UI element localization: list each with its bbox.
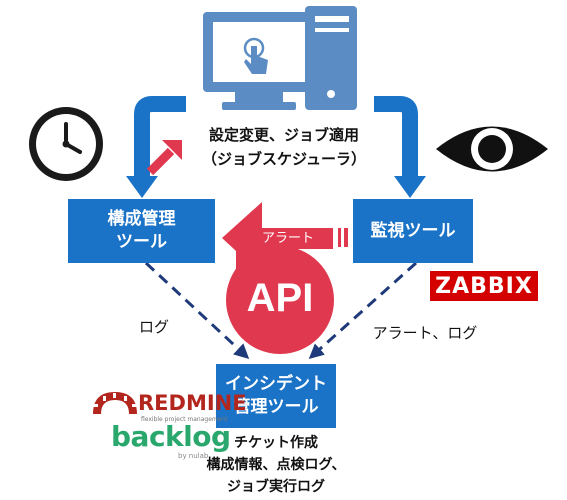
incident-desc-line3: ジョブ実行ログ [227, 479, 325, 495]
config-management-tool-box: 構成管理 ツール [68, 199, 215, 263]
monitor-tool-label: 監視ツール [370, 220, 456, 241]
redmine-logo-mark [93, 392, 137, 414]
incident-desc-line2: 構成情報、点検ログ、 [206, 457, 346, 473]
blue-arrow-to-monitor [374, 96, 426, 198]
zabbix-logo: ZABBIX [430, 271, 538, 301]
alert-log-label: アラート、ログ [372, 324, 478, 342]
apply-label: 設定変更、ジョブ適用 （ジョブスケジューラ） [174, 123, 394, 171]
alert-arrow-label: アラート [261, 231, 314, 246]
log-label: ログ [138, 318, 169, 336]
incident-management-tool-box: インシデント 管理ツール [216, 364, 336, 428]
backlog-tagline: by nulab [178, 452, 209, 460]
blue-arrow-to-config [126, 96, 186, 198]
incident-tool-line2: 管理ツール [233, 397, 319, 417]
incident-tool-line1: インシデント [225, 374, 327, 395]
apply-label-line1: 設定変更、ジョブ適用 [208, 126, 359, 144]
redmine-tagline: flexible project management [141, 416, 228, 423]
backlog-logo-text: backlog [111, 420, 231, 453]
incident-description: チケット作成 構成情報、点検ログ、 ジョブ実行ログ [186, 432, 366, 498]
eye-icon [436, 126, 548, 172]
config-tool-line1: 構成管理 [107, 209, 176, 230]
dashed-arrow-log [144, 261, 250, 360]
redmine-logo-text: REDMINE [138, 391, 247, 415]
dashed-arrow-alert-log [308, 261, 418, 360]
incident-desc-line1: チケット作成 [234, 435, 318, 451]
apply-label-line2: （ジョブスケジューラ） [202, 150, 366, 168]
alert-arrow [222, 202, 348, 276]
config-tool-line2: ツール [116, 232, 167, 252]
clock-icon [29, 107, 103, 181]
red-diagonal-arrow [146, 140, 182, 176]
api-label: API [246, 276, 314, 320]
monitoring-tool-box: 監視ツール [353, 199, 473, 263]
computer-icon [203, 6, 357, 110]
